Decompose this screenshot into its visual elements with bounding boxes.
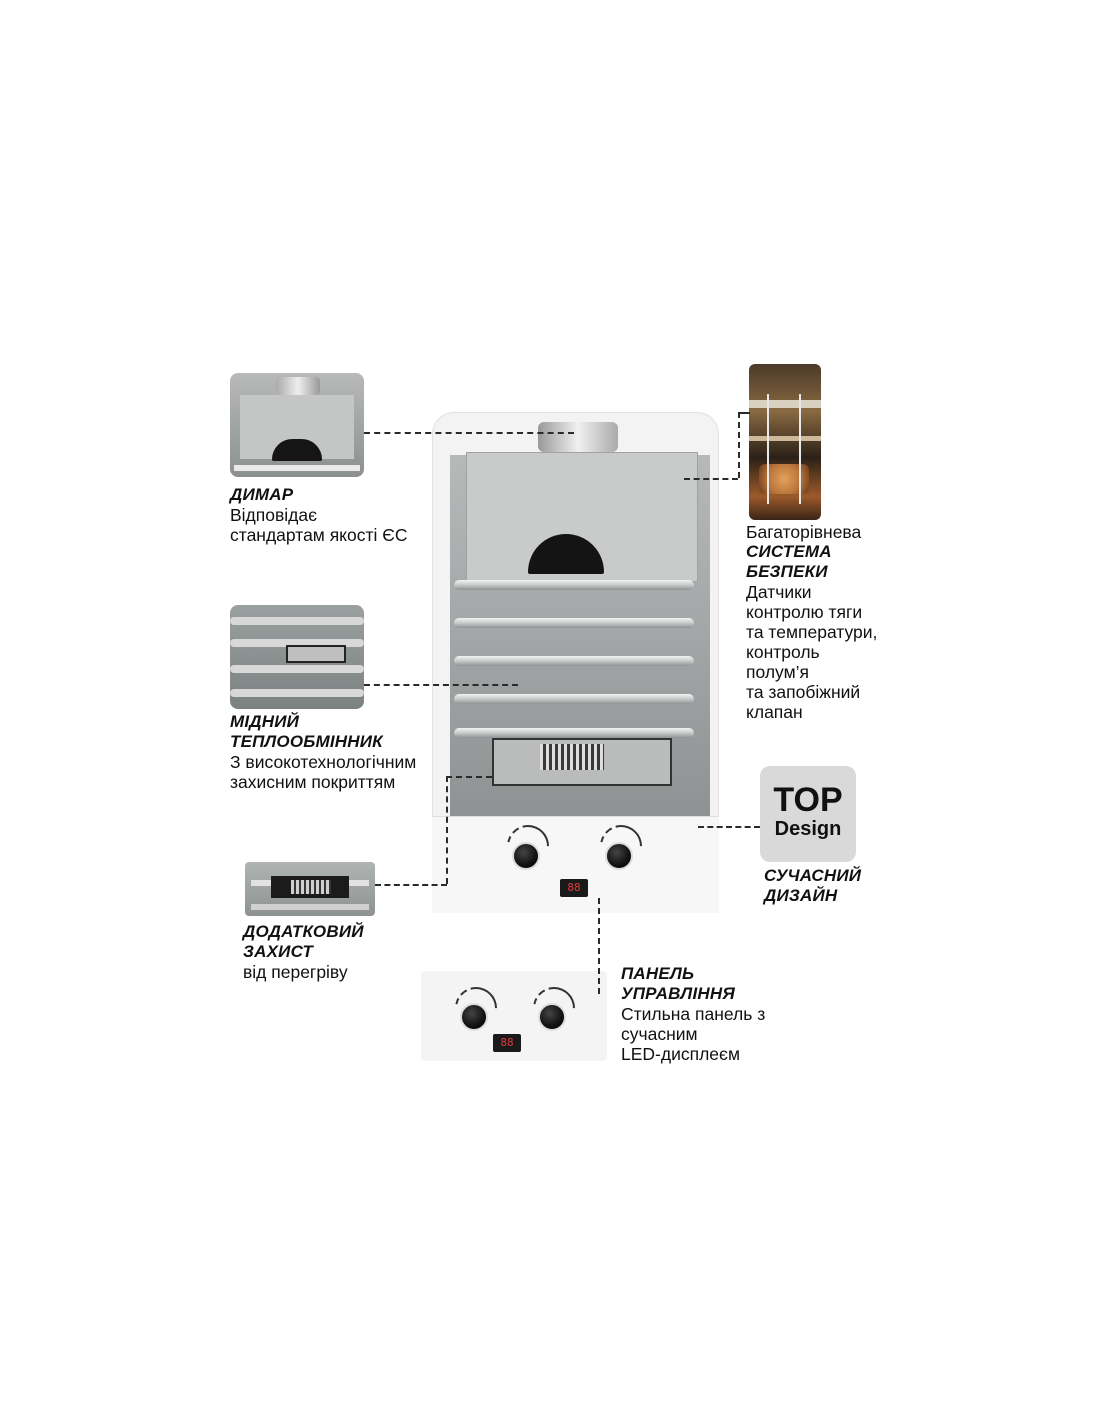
safety-desc-line: клапан [746,702,803,722]
led-display: 88 [560,879,588,897]
control-panel-title: ПАНЕЛЬ [621,964,695,983]
flue-title: ДИМАР [230,485,294,504]
thumbnail-led-display: 88 [493,1034,521,1052]
exchanger-tube [454,618,694,628]
heat-exchanger-desc-line: З високотехнологічним [230,752,417,772]
overheat-title: ДОДАТКОВИЙ [243,922,364,941]
overheat-desc-line: від перегріву [243,962,348,982]
flue-thumbnail [230,373,364,477]
flue-desc-line: стандартам якості ЄС [230,525,408,545]
top-design-badge: TOP Design [760,766,856,862]
safety-intro: Багаторівнева [746,522,862,542]
overheat-thumbnail [245,862,375,916]
leader-flue [364,432,574,434]
exchanger-tube [454,656,694,666]
left-knob [512,842,540,870]
safety-desc-line: та температури, [746,622,878,642]
safety-desc-line: Датчики [746,582,812,602]
safety-desc-line: контролю тяги [746,602,863,622]
control-panel-desc-line: сучасним [621,1024,698,1044]
badge-top-text: TOP [773,781,843,819]
leader-design [698,826,760,828]
heat-exchanger-desc-line: захисним покриттям [230,772,396,792]
control-panel-caption: ПАНЕЛЬ УПРАВЛІННЯ Стильна панель з сучас… [621,964,765,1064]
safety-desc-line: контроль [746,642,820,662]
leader-overheat-top [446,776,492,778]
badge-bottom-text: Design [774,818,842,840]
design-caption: СУЧАСНИЙ ДИЗАЙН [764,866,861,906]
design-title: СУЧАСНИЙ [764,866,862,885]
control-panel-title: УПРАВЛІННЯ [621,984,735,1003]
leader-overheat [375,884,447,886]
safety-desc-line: та запобіжний [746,682,861,702]
safety-desc-line: полум’я [746,662,809,682]
overheat-caption: ДОДАТКОВИЙ ЗАХИСТ від перегріву [243,922,364,982]
flue-pipe [538,422,618,452]
leader-exchanger [364,684,518,686]
safety-title: БЕЗПЕКИ [746,562,828,581]
leader-safety-top [738,412,750,414]
exchanger-tube [454,728,694,738]
safety-caption: Багаторівнева СИСТЕМА БЕЗПЕКИ Датчики ко… [746,522,877,722]
safety-title: СИСТЕМА [746,542,832,561]
control-panel-desc-line: Стильна панель з [621,1004,766,1024]
control-panel-thumbnail: 88 [421,971,607,1061]
heat-exchanger-thumbnail [230,605,364,709]
front-control-panel [432,816,719,913]
leader-safety-v [738,412,740,478]
control-panel-desc-line: LED-дисплеєм [621,1044,740,1064]
heat-exchanger-caption: МІДНИЙ ТЕПЛООБМІННИК З високотехнологічн… [230,712,416,792]
heat-exchanger-title: МІДНИЙ [230,712,300,731]
heat-exchanger-title: ТЕПЛООБМІННИК [230,732,383,751]
safety-sensors-thumbnail [749,364,821,520]
exchanger-tube [454,580,694,590]
burner-grille [540,744,604,770]
leader-overheat-v [446,776,448,884]
flue-caption: ДИМАР Відповідає стандартам якості ЄС [230,485,408,545]
overheat-title: ЗАХИСТ [243,942,313,961]
leader-control [598,898,600,994]
flue-desc-line: Відповідає [230,505,318,525]
leader-safety [684,478,738,480]
right-knob [605,842,633,870]
exchanger-tube [454,694,694,704]
design-title: ДИЗАЙН [764,886,838,905]
